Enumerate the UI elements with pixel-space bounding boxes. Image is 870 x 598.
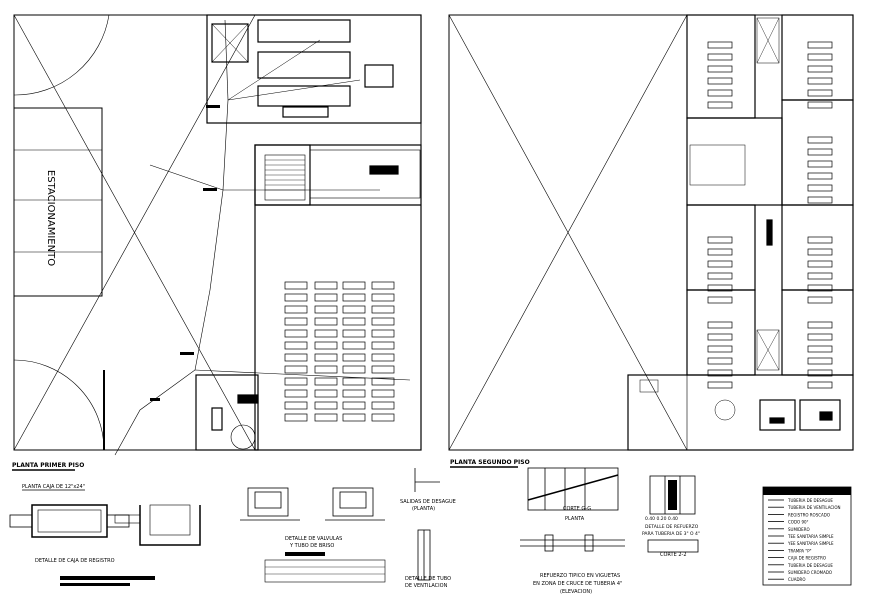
first-floor-plan: ESTACIONAMIENTO xyxy=(13,14,422,456)
services-block xyxy=(206,14,422,124)
sump-sublabel: (PLANTA) xyxy=(412,506,435,512)
auditorium-desks xyxy=(284,281,395,422)
valves-detail-line2: Y TUBO DE BRISO xyxy=(289,543,334,549)
legend-row: SUMIDERO xyxy=(788,527,810,532)
planta-label: PLANTA xyxy=(565,516,585,522)
pipe-markers xyxy=(150,105,220,401)
refuerzo-line1: DETALLE DE REFUERZO xyxy=(645,524,699,530)
main-building xyxy=(195,144,422,451)
drainage-lines xyxy=(114,19,411,456)
classroom-desks xyxy=(707,41,833,389)
plan-titles: PLANTA PRIMER PISO PLANTA SEGUNDO PISO xyxy=(12,459,530,471)
detail-sump: SALIDAS DE DESAGUE (PLANTA) DETALLE DE T… xyxy=(400,468,456,589)
detail-valves: DETALLE DE VALVULAS Y TUBO DE BRISO xyxy=(240,487,386,583)
vent-detail-line1: DETALLE DE TUBO xyxy=(405,576,451,582)
vent-detail-line2: DE VENTILACION xyxy=(405,583,448,589)
corte-22-label: CORTE 2-2 xyxy=(660,552,687,558)
refuerzo-line2: PARA TUBERIA DE 3" O 4" xyxy=(642,531,700,537)
detail-caja: PLANTA CAJA DE 12"x24" DETALLE DE CAJA D… xyxy=(9,484,201,586)
lower-block xyxy=(627,374,854,451)
support-line2: EN ZONA DE CRUCE DE TUBERIA 4" xyxy=(533,581,622,587)
legend-table: TUBERIA DE DESAGUE TUBERIA DE VENTILACION… xyxy=(762,486,852,586)
legend-row: CODO 90° xyxy=(788,520,809,525)
legend-row: TUBERIA DE DESAGUE xyxy=(787,563,833,568)
legend-row: TUBERIA DE DESAGUE xyxy=(787,498,833,503)
caja-detail-label: DETALLE DE CAJA DE REGISTRO xyxy=(35,558,115,564)
legend-row: REGISTRO ROSCADO xyxy=(788,512,830,517)
void-area xyxy=(448,14,688,451)
classrooms xyxy=(686,14,854,376)
caja-title: PLANTA CAJA DE 12"x24" xyxy=(22,484,85,490)
legend-row: TUBERIA DE VENTILACION xyxy=(787,505,840,510)
detail-refuerzo: 0.40 0.20 0.40 DETALLE DE REFUERZO PARA … xyxy=(642,475,700,558)
plan-second-floor-title: PLANTA SEGUNDO PISO xyxy=(450,459,530,466)
legend-row: CAJA DE REGISTRO xyxy=(788,556,826,561)
corte-gg-label: CORTE G-G xyxy=(563,506,591,512)
parking-label: ESTACIONAMIENTO xyxy=(45,170,56,266)
support-line1: REFUERZO TIPICO EN VIGUETAS xyxy=(540,573,620,579)
second-floor-plan xyxy=(448,14,854,451)
legend-row: YEE SANITARIA SIMPLE xyxy=(787,541,834,546)
dims-label: 0.40 0.20 0.40 xyxy=(645,516,678,522)
legend-row: CUADRO xyxy=(788,577,805,582)
legend-row: SUMIDERO CROMADO xyxy=(788,570,832,575)
valves-detail-line1: DETALLE DE VALVULAS xyxy=(285,536,342,542)
support-line3: (ELEVACION) xyxy=(560,589,592,595)
legend-row: TRAMPA "P" xyxy=(787,548,812,553)
parking-area xyxy=(13,14,256,451)
plan-first-floor-title: PLANTA PRIMER PISO xyxy=(12,462,84,469)
legend-row: TEE SANITARIA SIMPLE xyxy=(787,534,834,539)
detail-supports: PLANTA CORTE G-G REFUERZO TIPICO EN VIGU… xyxy=(520,467,625,595)
sump-label: SALIDAS DE DESAGUE xyxy=(400,499,456,505)
